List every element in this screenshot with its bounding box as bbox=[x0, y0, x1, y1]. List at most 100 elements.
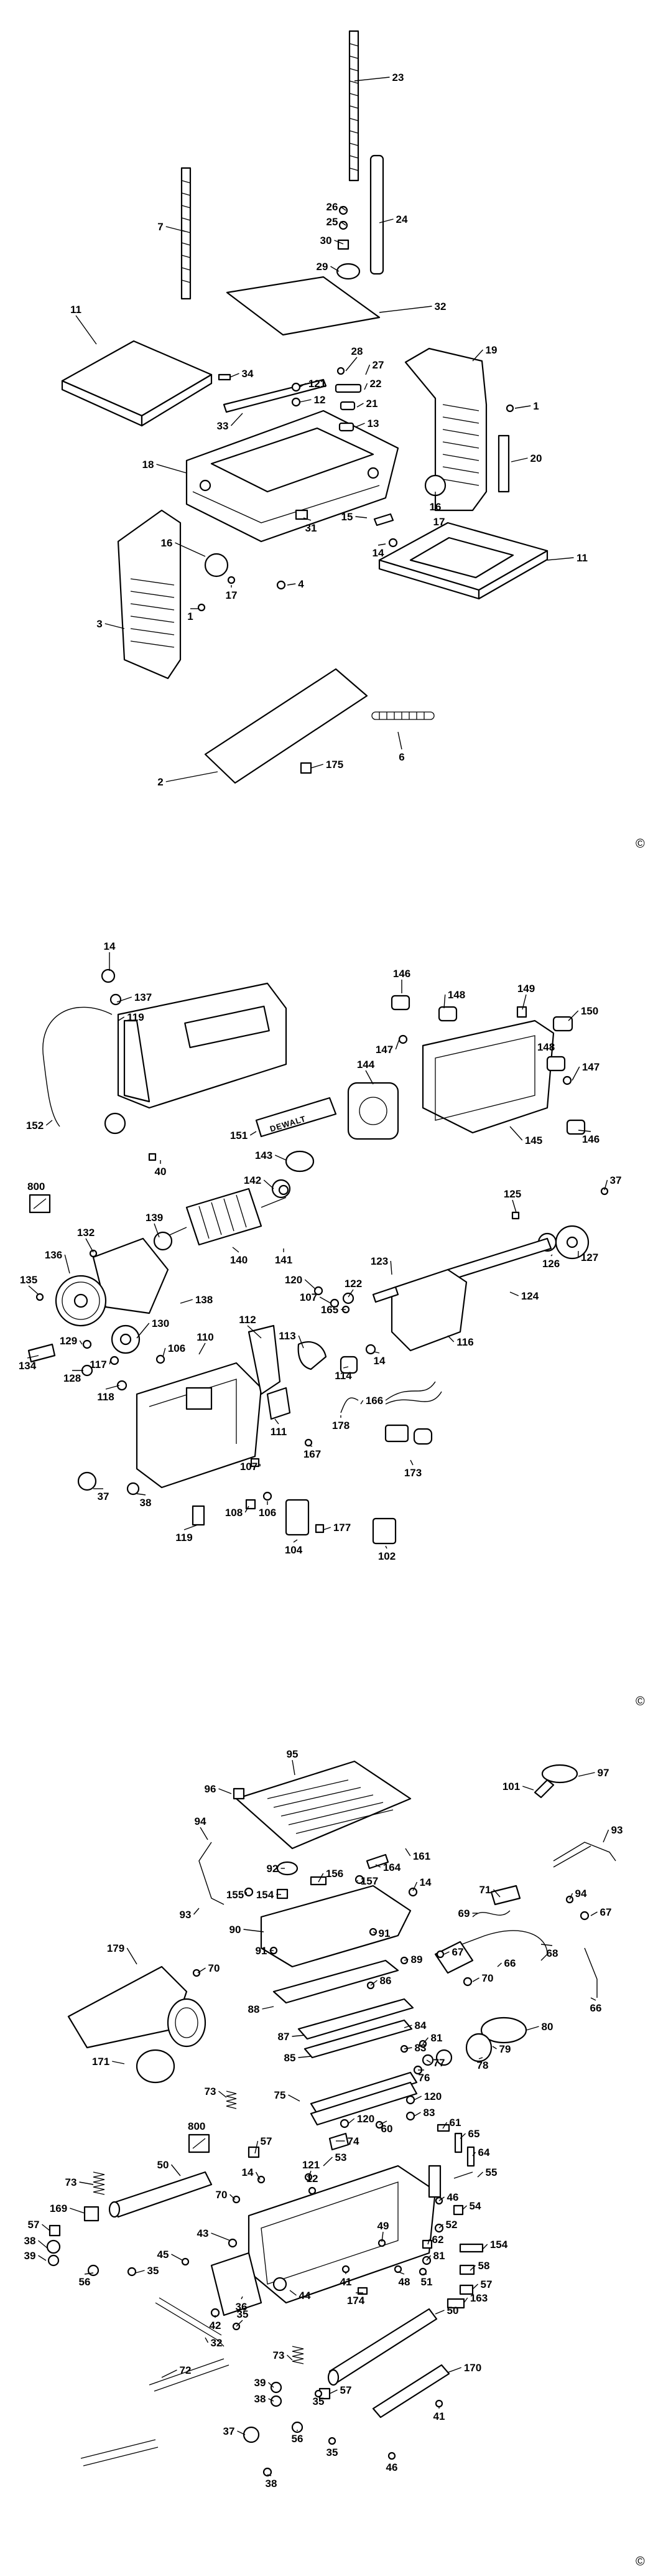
leader-line bbox=[262, 2006, 274, 2010]
part-number: 38 bbox=[254, 2393, 266, 2405]
leader-line bbox=[370, 1980, 377, 1986]
leader-line bbox=[211, 2232, 231, 2241]
part-number: 28 bbox=[351, 345, 363, 357]
leader-line bbox=[493, 1889, 501, 1898]
leader-line bbox=[472, 1977, 479, 1982]
part-number: 22 bbox=[370, 378, 382, 390]
part-number: 50 bbox=[157, 2159, 169, 2171]
leader-line bbox=[404, 2047, 412, 2049]
infeed-roller bbox=[108, 2171, 213, 2218]
leader-line bbox=[385, 1545, 387, 1549]
leader-line bbox=[526, 2026, 539, 2031]
part-number: 54 bbox=[470, 2200, 481, 2212]
part-number: 90 bbox=[229, 1924, 241, 1936]
leader-line bbox=[438, 2196, 445, 2201]
part-number: 55 bbox=[486, 2166, 498, 2178]
stator bbox=[347, 1082, 399, 1140]
part-number: 72 bbox=[180, 2364, 192, 2376]
leader-line bbox=[509, 1126, 523, 1141]
leader-line bbox=[404, 2025, 412, 2028]
part-number: 146 bbox=[582, 1133, 600, 1145]
leader-line bbox=[404, 1959, 409, 1961]
part-number: 120 bbox=[285, 1274, 302, 1286]
part-number: 66 bbox=[590, 2002, 602, 2014]
part-number: 136 bbox=[45, 1249, 62, 1261]
part-number: 37 bbox=[223, 2425, 235, 2437]
part-number: 91 bbox=[256, 1945, 267, 1957]
leader-line bbox=[509, 1291, 519, 1296]
leader-line bbox=[165, 771, 218, 782]
leader-line bbox=[442, 2122, 448, 2129]
leader-line bbox=[263, 1179, 274, 1189]
part-number: 31 bbox=[305, 522, 317, 534]
part-number: 112 bbox=[239, 1314, 256, 1326]
leader-line bbox=[334, 240, 344, 245]
lock-handle-left bbox=[198, 1842, 225, 1905]
part-number: 65 bbox=[468, 2128, 480, 2140]
part-number: 6 bbox=[399, 751, 404, 763]
leader-line bbox=[247, 1325, 262, 1339]
part-number: 58 bbox=[478, 2260, 490, 2272]
part-number: 157 bbox=[361, 1875, 378, 1887]
part-number: 167 bbox=[303, 1448, 321, 1460]
part-number: 137 bbox=[134, 991, 152, 1003]
leader-line bbox=[379, 306, 432, 313]
part-number: 116 bbox=[456, 1336, 473, 1348]
part-number: 121 bbox=[308, 378, 326, 390]
leader-line bbox=[426, 2255, 432, 2261]
part-number: 12 bbox=[307, 2173, 318, 2185]
leader-line bbox=[365, 364, 371, 375]
part-number: 135 bbox=[20, 1274, 37, 1286]
part-number: 46 bbox=[447, 2191, 459, 2203]
leader-line bbox=[522, 994, 527, 1010]
part-number: 155 bbox=[226, 1889, 244, 1901]
lower-chain bbox=[80, 2439, 159, 2466]
part-number: 48 bbox=[399, 2276, 410, 2288]
leader-line bbox=[397, 2271, 405, 2275]
leader-line bbox=[572, 1066, 580, 1081]
leader-line bbox=[229, 373, 239, 378]
part-number: 170 bbox=[464, 2362, 481, 2374]
part-number: 143 bbox=[255, 1150, 272, 1161]
part-number: 11 bbox=[577, 552, 588, 564]
part-number: 89 bbox=[411, 1954, 423, 1965]
part-number: 146 bbox=[393, 968, 410, 980]
leader-line bbox=[470, 2265, 476, 2271]
leader-line bbox=[136, 1323, 150, 1339]
part-number: 127 bbox=[581, 1252, 598, 1263]
part-number: 166 bbox=[366, 1395, 383, 1407]
leader-line bbox=[390, 1260, 392, 1275]
leader-line bbox=[355, 516, 368, 518]
front-housing bbox=[136, 1362, 262, 1489]
leader-line bbox=[550, 1254, 553, 1257]
part-number: 156 bbox=[326, 1868, 343, 1880]
armature bbox=[161, 1187, 287, 1246]
part-number: 37 bbox=[98, 1491, 109, 1502]
motor-frame bbox=[422, 1019, 555, 1134]
leader-line bbox=[379, 218, 394, 223]
leader-line bbox=[460, 2133, 466, 2139]
tool-icon-badge-2: 800 bbox=[188, 2120, 210, 2153]
part-number: 41 bbox=[340, 2276, 352, 2288]
part-number: 1 bbox=[187, 611, 193, 622]
part-number: 70 bbox=[208, 1962, 220, 1974]
leader-line bbox=[254, 2140, 259, 2154]
part-number: 62 bbox=[432, 2234, 444, 2246]
part-number: 57 bbox=[28, 2219, 40, 2231]
leader-line bbox=[604, 1179, 608, 1191]
leader-line bbox=[175, 542, 206, 557]
part-number: 85 bbox=[284, 2052, 296, 2064]
part-number: 177 bbox=[333, 1522, 351, 1534]
part-number: 117 bbox=[90, 1359, 106, 1370]
part-number: 43 bbox=[197, 2227, 209, 2239]
part-number: 80 bbox=[542, 2021, 553, 2033]
part-number: 149 bbox=[517, 983, 535, 995]
part-number: 25 bbox=[327, 216, 338, 228]
part-number: 37 bbox=[610, 1174, 622, 1186]
part-number: 83 bbox=[415, 2042, 427, 2054]
leader-line bbox=[70, 2208, 85, 2214]
leader-line bbox=[38, 2240, 48, 2249]
part-number: 148 bbox=[448, 989, 465, 1001]
leader-line bbox=[42, 2224, 50, 2231]
leader-line bbox=[492, 2046, 497, 2049]
